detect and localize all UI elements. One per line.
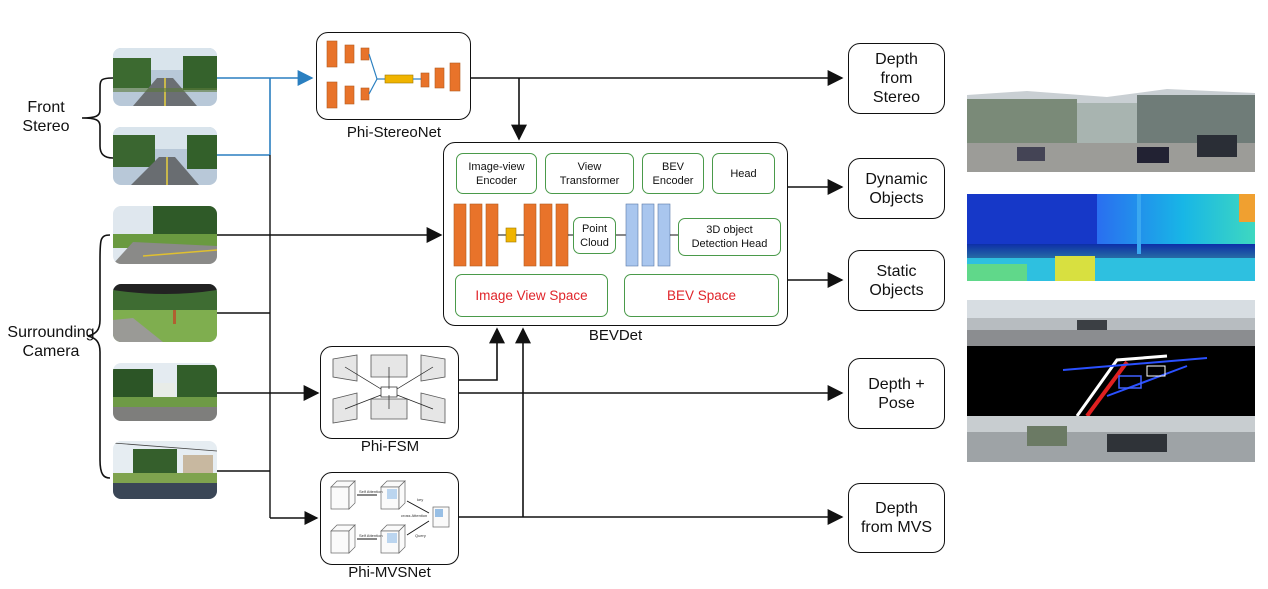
mvsnet-box: Self Attention Self Attention cross Atte… <box>320 472 459 565</box>
front-stereo-brace <box>81 77 114 159</box>
svg-text:Self Attention: Self Attention <box>359 489 383 494</box>
svg-text:Query: Query <box>415 533 426 538</box>
static-objects-box: Static Objects <box>848 250 945 311</box>
svg-text:Self Attention: Self Attention <box>359 533 383 538</box>
camera-image-surround-4 <box>113 441 217 499</box>
detection-head-box: 3D object Detection Head <box>678 218 781 256</box>
view-transformer-box: View Transformer <box>545 153 634 194</box>
bevdet-blocks-diagram <box>453 203 678 267</box>
camera-image-surround-1 <box>113 206 217 264</box>
fsm-camera-frustum-icon <box>332 354 446 424</box>
depth-from-stereo-box: Depth from Stereo <box>848 43 945 114</box>
image-view-encoder-box: Image-view Encoder <box>456 153 537 194</box>
svg-text:key: key <box>417 497 423 502</box>
mvsnet-caption: Phi-MVSNet <box>348 564 431 581</box>
bev-space-box: BEV Space <box>624 274 779 317</box>
point-cloud-reconstruction-image <box>967 85 1255 172</box>
fsm-to-bevdet-arrow <box>459 327 505 381</box>
surrounding-brace <box>87 234 111 479</box>
fsm-box <box>320 346 459 439</box>
point-cloud-box: Point Cloud <box>573 217 616 254</box>
depth-map-image <box>967 194 1255 281</box>
fsm-caption: Phi-FSM <box>360 438 420 455</box>
camera-image-surround-2 <box>113 284 217 342</box>
image-view-space-box: Image View Space <box>455 274 608 317</box>
surrounding-camera-label: Surrounding Camera <box>7 324 95 360</box>
dynamic-objects-box: Dynamic Objects <box>848 158 945 219</box>
mvsnet-attention-icon: Self Attention Self Attention cross Atte… <box>330 480 450 554</box>
front-stereo-label: Front Stereo <box>22 99 70 135</box>
camera-image-front-left <box>113 48 217 106</box>
stereonet-architecture-icon <box>326 40 461 109</box>
svg-text:cross Attention: cross Attention <box>401 513 427 518</box>
bevdet-caption: BEVDet <box>588 327 643 344</box>
bev-detection-image <box>967 300 1255 462</box>
camera-image-front-right <box>113 127 217 185</box>
stereonet-box <box>316 32 471 120</box>
bev-encoder-box: BEV Encoder <box>642 153 704 194</box>
depth-pose-box: Depth + Pose <box>848 358 945 429</box>
camera-image-surround-3 <box>113 363 217 421</box>
head-box: Head <box>712 153 775 194</box>
depth-from-mvs-box: Depth from MVS <box>848 483 945 553</box>
stereonet-caption: Phi-StereoNet <box>346 124 442 141</box>
